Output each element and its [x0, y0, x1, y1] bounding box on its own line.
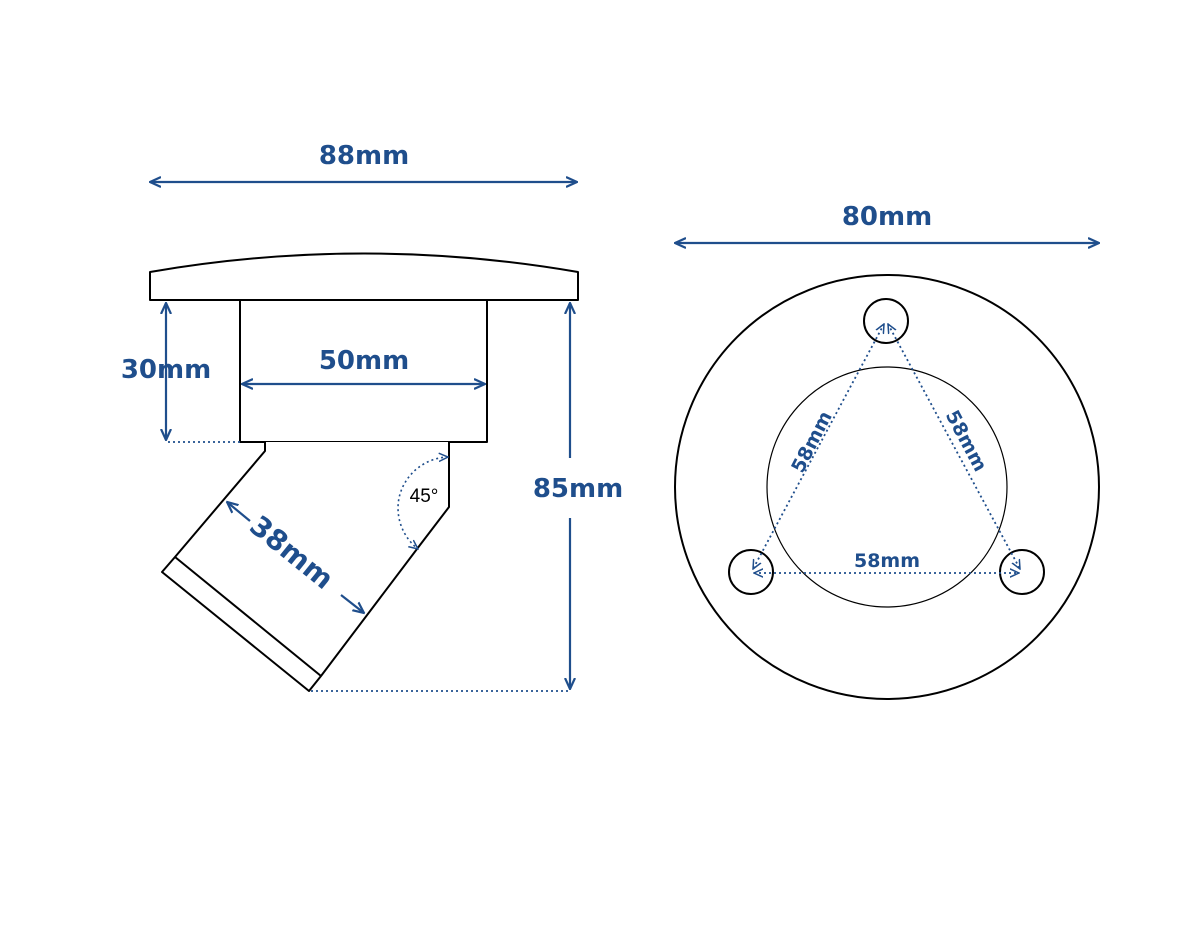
mount-hole-left [728, 549, 774, 595]
diameter-label: 80mm [842, 202, 932, 232]
overall-width-label: 88mm [319, 141, 409, 171]
tilt-angle-arc [397, 457, 448, 549]
overall-height-label: 85mm [533, 474, 623, 504]
fixture-body [239, 299, 488, 443]
base-view: 80mm 58mm 58mm 58mm [674, 202, 1100, 700]
body-width-label: 50mm [319, 346, 409, 376]
mounting-cap [149, 252, 579, 301]
mount-hole-top [863, 298, 909, 344]
body-height-label: 30mm [121, 355, 211, 385]
head-length-arrow-end [340, 594, 364, 613]
hole-spacing-right-line [888, 324, 1020, 569]
lamp-lens-edge [174, 556, 322, 677]
hole-spacing-bottom-label: 58mm [854, 550, 920, 572]
tilt-angle-label: 45° [410, 486, 439, 507]
head-length-arrow-start [227, 502, 251, 522]
side-view: 88mm 30mm 50mm 38mm 45° 85mm [121, 141, 623, 692]
mount-hole-right [999, 549, 1045, 595]
hole-spacing-left-line [753, 324, 884, 569]
